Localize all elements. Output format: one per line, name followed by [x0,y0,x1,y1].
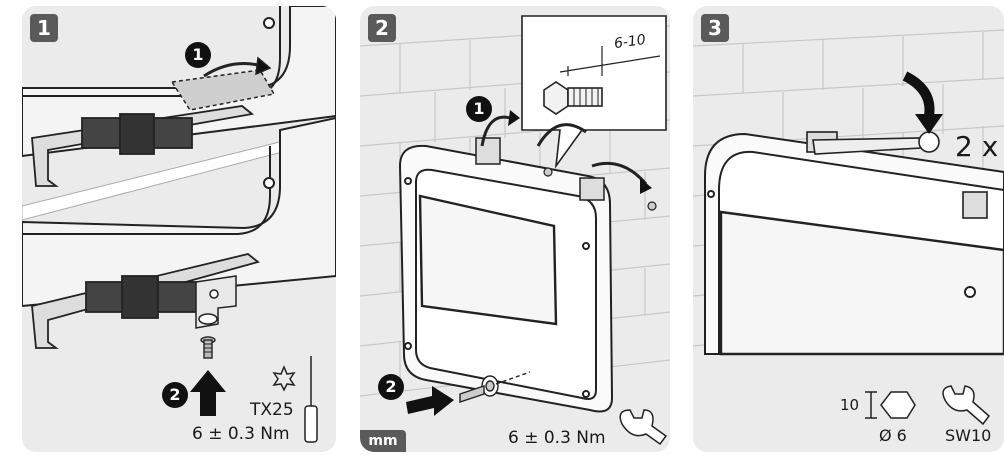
unit-tag: mm [360,430,406,452]
lower-rail [31,253,260,349]
callout-2-marker: 2 [378,374,404,400]
step-3-illustration [693,29,1004,452]
push-up-arrow [190,370,226,416]
upper-rail [31,105,255,187]
step-2-panel: 2 1 2 6-10 mm 6 ± 0.3 Nm [360,6,670,452]
step-number-badge: 3 [701,14,729,42]
callout-1-marker: 1 [185,42,211,68]
lower-housing [22,116,336,308]
push-right-arrow [406,386,454,416]
screw [200,336,216,359]
diameter-label: Ø 6 [879,426,907,445]
inverter-housing [704,132,1004,356]
screwdriver-icon [304,356,318,443]
upper-screw-head [263,17,275,29]
step-1-panel: 1 1 2 TX25 6 ± 0.3 Nm [22,6,336,452]
cover-plate [170,56,276,111]
torque-label: 6 ± 0.3 Nm [508,428,606,448]
wrench-icon [942,385,991,426]
step-number-badge: 2 [368,14,396,42]
callout-2-marker: 2 [162,382,188,408]
wall-brackets [475,137,605,201]
hex-size-label: 10 [840,396,860,414]
rotate-arrow [902,71,935,117]
bolt-detail-callout [521,15,667,169]
torque-label: 6 ± 0.3 Nm [192,424,290,444]
small-screws [543,167,657,211]
step-2-illustration [360,15,670,446]
step-number-badge: 1 [30,14,58,42]
step-3-panel: 3 2 x 10 Ø 6 SW10 [693,6,1004,452]
wrench-size-label: SW10 [945,426,992,445]
inverter-housing [398,144,614,413]
bottom-screw [459,371,531,403]
rotate-arrows [480,115,648,185]
torx-star-icon [272,365,296,392]
repeat-count-label: 2 x [955,130,999,163]
hex-nut-icon [865,391,916,419]
step-1-illustration [22,6,336,443]
bracket-and-wrench [806,131,988,219]
tool-label: TX25 [250,400,294,420]
callout-1-marker: 1 [466,96,492,122]
wrench-icon [619,409,668,446]
angle-bracket [195,275,237,329]
